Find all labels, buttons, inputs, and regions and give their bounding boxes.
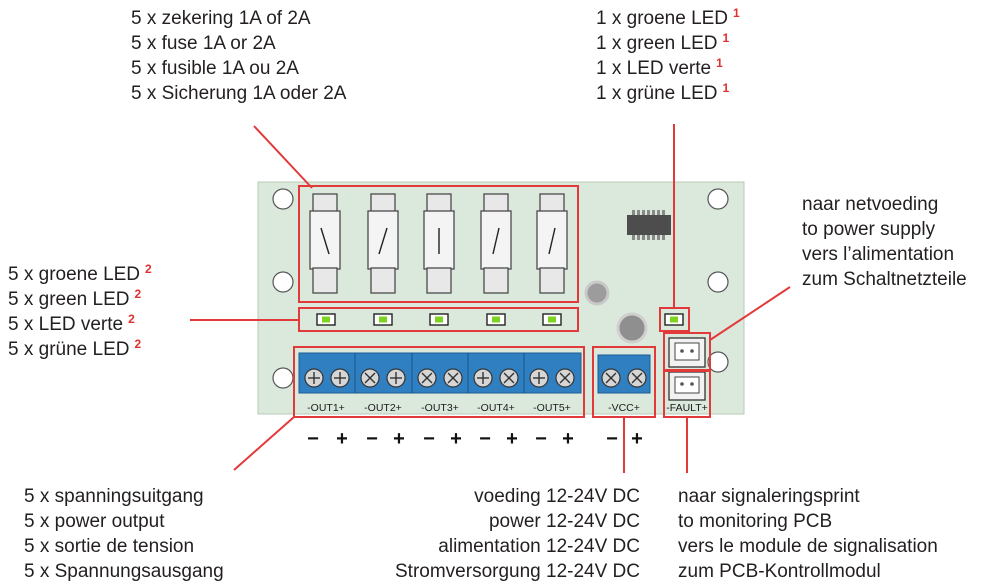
mounting-hole [707, 351, 729, 373]
monitoring-label-en: to monitoring PCB [678, 511, 833, 532]
output-label-de: 5 x Spannungsausgang [24, 561, 224, 582]
status-led-label-fr: 1 x LED verte [596, 58, 712, 79]
leader-output [233, 416, 295, 471]
output-label-fr: 5 x sortie de tension [24, 536, 195, 557]
fuse [309, 193, 341, 294]
polarity-plus: + [336, 428, 348, 450]
power-supply-label-fr: vers l’alimentation [802, 244, 955, 265]
status-led-label-nl: 1 x groene LED [596, 8, 729, 29]
ic-chip [627, 210, 671, 240]
green-led-status [664, 313, 684, 326]
terminal-labels: -OUT1+ -OUT2+ -OUT3+ -OUT4+ -OUT5+ -VCC+… [307, 402, 708, 414]
mounting-hole [272, 367, 294, 389]
green-led [429, 313, 449, 326]
input-label-fr: alimentation 12-24V DC [438, 536, 640, 557]
led-row-label-en: 5 x green LED [8, 289, 130, 310]
terminal-label-out2: -OUT2+ [364, 402, 402, 414]
green-led [486, 313, 506, 326]
terminal-label-fault: -FAULT+ [666, 402, 708, 414]
fuse [423, 193, 455, 294]
polarity-plus: + [506, 428, 518, 450]
fuse-label-en: 5 x fuse 1A or 2A [131, 33, 276, 54]
capacitor-large [616, 312, 648, 344]
footnote-marker: 1 [716, 56, 723, 70]
power-supply-label-en: to power supply [802, 219, 936, 240]
footnote-marker: 2 [134, 337, 142, 351]
leader-power-supply [709, 286, 791, 341]
monitoring-label-nl: naar signaleringsprint [678, 486, 860, 507]
terminal-label-out5: -OUT5+ [533, 402, 571, 414]
output-terminals [298, 352, 582, 394]
polarity-minus: − [479, 428, 491, 450]
polarity-marks: − + − + − + − + − + − + [307, 428, 643, 450]
fuse-label-de: 5 x Sicherung 1A oder 2A [131, 83, 347, 104]
monitoring-label: naar signaleringsprint to monitoring PCB… [678, 484, 938, 584]
polarity-minus: − [535, 428, 547, 450]
led-row [316, 313, 562, 326]
leader-lines [190, 124, 791, 473]
power-supply-label-de: zum Schaltnetzteile [802, 269, 967, 290]
highlight-output-terminals [293, 346, 585, 418]
terminal-label-out4: -OUT4+ [477, 402, 515, 414]
power-supply-label: naar netvoeding to power supply vers l’a… [802, 192, 967, 292]
input-label-en: power 12-24V DC [488, 511, 640, 532]
footnote-marker: 2 [134, 287, 142, 301]
fuse-label-nl: 5 x zekering 1A of 2A [131, 8, 311, 29]
polarity-plus: + [393, 428, 405, 450]
input-label-de: Stromversorgung 12-24V DC [395, 561, 640, 582]
led-row-label-fr: 5 x LED verte [8, 314, 124, 335]
fuse [480, 193, 512, 294]
mounting-hole [707, 271, 729, 293]
monitoring-label-de: zum PCB-Kontrollmodul [678, 561, 881, 582]
mounting-hole [272, 271, 294, 293]
polarity-minus: − [606, 428, 618, 450]
status-led-label-en: 1 x green LED [596, 33, 718, 54]
led-row-label-de: 5 x grüne LED [8, 339, 130, 360]
input-label-nl: voeding 12-24V DC [474, 486, 640, 507]
fault-connector [668, 371, 706, 401]
status-led-label-de: 1 x grüne LED [596, 83, 718, 104]
footnote-marker: 1 [722, 31, 730, 45]
output-label-en: 5 x power output [24, 511, 165, 532]
fuse [367, 193, 399, 294]
footnote-marker: 1 [733, 6, 740, 20]
fuse [536, 193, 568, 294]
output-label: 5 x spanningsuitgang 5 x power output 5 … [24, 484, 224, 584]
polarity-plus: + [631, 428, 643, 450]
led-row-label: 5 x groene LED 2 5 x green LED 2 5 x LED v… [8, 262, 152, 362]
capacitor-small [584, 280, 610, 306]
leader-fuse [253, 125, 313, 189]
input-label: voeding 12-24V DC power 12-24V DC alimen… [300, 484, 640, 584]
power-connector [668, 337, 706, 368]
polarity-minus: − [423, 428, 435, 450]
polarity-minus: − [307, 428, 319, 450]
led-row-label-nl: 5 x groene LED [8, 264, 141, 285]
mounting-hole [707, 188, 729, 210]
terminal-label-vcc: -VCC+ [608, 402, 640, 414]
fuse-label: 5 x zekering 1A of 2A 5 x fuse 1A or 2A … [131, 6, 346, 106]
footnote-marker: 1 [722, 81, 730, 95]
monitoring-label-fr: vers le module de signalisation [678, 536, 938, 557]
polarity-plus: + [450, 428, 462, 450]
footnote-marker: 2 [128, 312, 135, 326]
polarity-plus: + [562, 428, 574, 450]
status-led-label: 1 x groene LED 1 1 x green LED 1 1 x LED v… [596, 6, 740, 106]
green-led [316, 313, 336, 326]
highlight-fuses [298, 185, 579, 303]
terminal-label-out1: -OUT1+ [307, 402, 345, 414]
mounting-hole [272, 188, 294, 210]
terminal-label-out3: -OUT3+ [421, 402, 459, 414]
power-supply-label-nl: naar netvoeding [802, 194, 939, 215]
output-label-nl: 5 x spanningsuitgang [24, 486, 204, 507]
green-led [542, 313, 562, 326]
footnote-marker: 2 [145, 262, 152, 276]
fuse-label-fr: 5 x fusible 1A ou 2A [131, 58, 299, 79]
vcc-terminal [597, 354, 651, 394]
fuse-array [309, 193, 568, 294]
green-led [373, 313, 393, 326]
polarity-minus: − [366, 428, 378, 450]
